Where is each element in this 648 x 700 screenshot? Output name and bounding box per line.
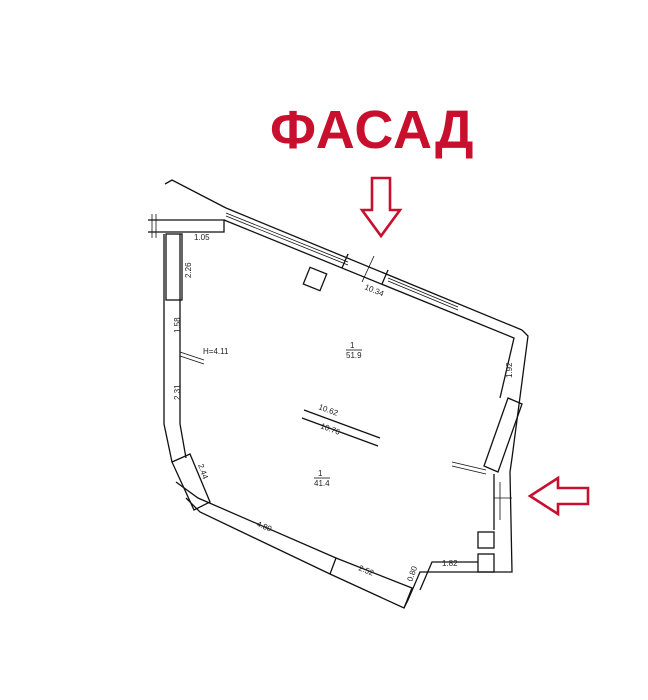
dim-notch-horizontal: 1.82 bbox=[442, 559, 458, 568]
dim-left-upper: 2.26 bbox=[184, 262, 193, 278]
interior-partition bbox=[303, 409, 381, 439]
arrow-down-icon bbox=[359, 176, 403, 239]
dim-left-middle: 1.58 bbox=[173, 317, 182, 333]
room-area: 41.4 bbox=[314, 479, 330, 488]
facade-title: ФАСАД bbox=[270, 100, 475, 160]
dim-left-lower: 2.31 bbox=[173, 384, 182, 400]
outer-walls bbox=[148, 179, 529, 609]
room-area: 51.9 bbox=[346, 351, 362, 360]
room-label: 1 41.4 bbox=[314, 469, 330, 488]
arrow-left-icon bbox=[527, 475, 590, 517]
dim-right-upper: 1.92 bbox=[505, 362, 514, 378]
room-label: 1 51.9 bbox=[346, 341, 362, 360]
dim-bevel: 2.44 bbox=[196, 463, 210, 481]
column bbox=[302, 266, 328, 292]
dim-top-left: 1.05 bbox=[194, 233, 210, 242]
dim-bottom-left: 4.80 bbox=[255, 520, 273, 534]
room-number: 1 bbox=[318, 469, 323, 478]
dim-inner-lower: 10.76 bbox=[319, 421, 341, 436]
ceiling-height: H=4.11 bbox=[203, 347, 229, 356]
room-number: 1 bbox=[350, 341, 355, 350]
dim-bottom-right: 2.52 bbox=[357, 564, 375, 578]
